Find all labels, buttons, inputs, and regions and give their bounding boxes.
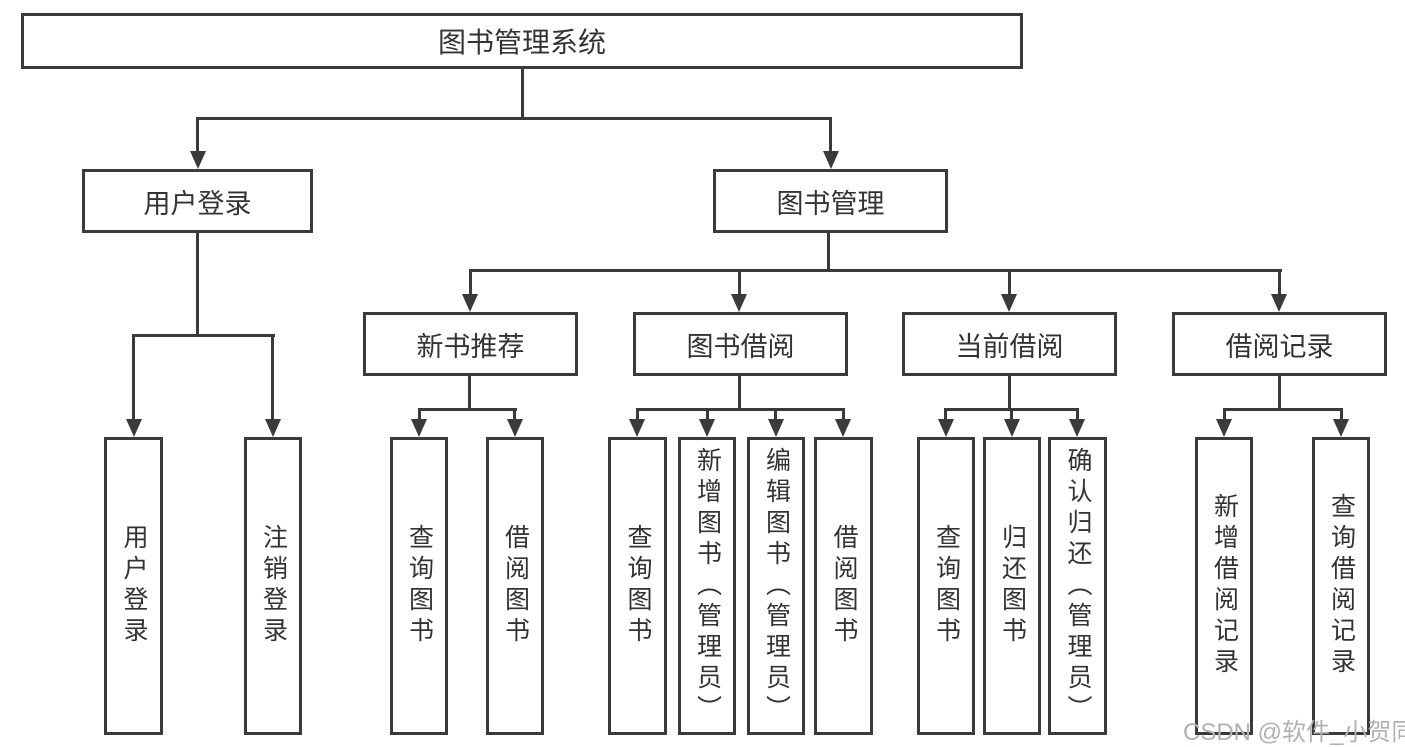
connector-line (469, 269, 1282, 272)
arrow-down-icon (1001, 294, 1017, 312)
connector-line (738, 269, 741, 294)
connector-line (636, 408, 845, 411)
leaf-add-books-admin: 新增图书（管理员） (678, 437, 736, 735)
connector-line (774, 408, 777, 422)
connector-line (636, 408, 639, 422)
node-user-login: 用户登录 (82, 169, 313, 233)
arrow-down-icon (938, 419, 954, 437)
leaf-edit-books-admin: 编辑图书（管理员） (747, 437, 805, 735)
connector-line (827, 233, 830, 272)
arrow-down-icon (462, 294, 478, 312)
leaf-borrow-books-recommend: 借阅图书 (486, 437, 544, 735)
connector-line (468, 376, 471, 411)
arrow-down-icon (1004, 419, 1020, 437)
node-current-borrowing: 当前借阅 (902, 312, 1117, 376)
connector-line (706, 408, 709, 422)
connector-line (196, 117, 832, 120)
arrow-down-icon (1333, 419, 1349, 437)
connector-line (513, 408, 516, 422)
node-book-management: 图书管理 (713, 169, 948, 233)
leaf-add-borrow-record: 新增借阅记录 (1195, 437, 1253, 735)
connector-line (842, 408, 845, 422)
arrow-down-icon (823, 151, 839, 169)
node-new-book-recommendation: 新书推荐 (363, 312, 578, 376)
connector-line (418, 408, 517, 411)
leaf-logout-login: 注销登录 (244, 437, 302, 735)
leaf-query-books-recommend: 查询图书 (390, 437, 448, 735)
node-borrowing-records: 借阅记录 (1172, 312, 1387, 376)
connector-line (196, 117, 199, 151)
arrow-down-icon (411, 419, 427, 437)
leaf-confirm-return-admin: 确认归还（管理员） (1048, 437, 1107, 735)
arrow-down-icon (265, 419, 281, 437)
arrow-down-icon (835, 419, 851, 437)
connector-line (1278, 269, 1281, 294)
connector-line (271, 334, 274, 419)
arrow-down-icon (629, 419, 645, 437)
watermark: CSDN @软件_小贺同学 (1183, 719, 1405, 746)
leaf-query-books-borrowing: 查询图书 (608, 437, 667, 735)
connector-line (829, 117, 832, 151)
connector-line (1010, 408, 1013, 422)
leaf-return-books: 归还图书 (983, 437, 1041, 735)
arrow-down-icon (1216, 419, 1232, 437)
arrow-down-icon (507, 419, 523, 437)
connector-line (1340, 408, 1343, 422)
connector-line (944, 408, 947, 422)
leaf-query-books-current: 查询图书 (917, 437, 975, 735)
connector-line (1076, 408, 1079, 422)
arrow-down-icon (190, 151, 206, 169)
connector-line (469, 269, 472, 294)
arrow-down-icon (126, 419, 142, 437)
connector-line (521, 69, 524, 119)
connector-line (418, 408, 421, 422)
arrow-down-icon (1069, 419, 1085, 437)
node-library-system: 图书管理系统 (21, 13, 1023, 69)
node-book-borrowing: 图书借阅 (633, 312, 848, 376)
arrow-down-icon (1271, 294, 1287, 312)
arrow-down-icon (768, 419, 784, 437)
leaf-user-login: 用户登录 (104, 437, 163, 735)
connector-line (132, 334, 275, 337)
connector-line (1223, 408, 1226, 422)
connector-line (132, 334, 135, 419)
connector-line (196, 233, 199, 337)
connector-line (1008, 376, 1011, 411)
connector-line (738, 376, 741, 411)
connector-line (1008, 269, 1011, 294)
leaf-query-borrow-record: 查询借阅记录 (1312, 437, 1370, 735)
arrow-down-icon (731, 294, 747, 312)
leaf-borrow-books-borrowing: 借阅图书 (814, 437, 873, 735)
connector-line (1278, 376, 1281, 411)
connector-line (1223, 408, 1343, 411)
arrow-down-icon (699, 419, 715, 437)
